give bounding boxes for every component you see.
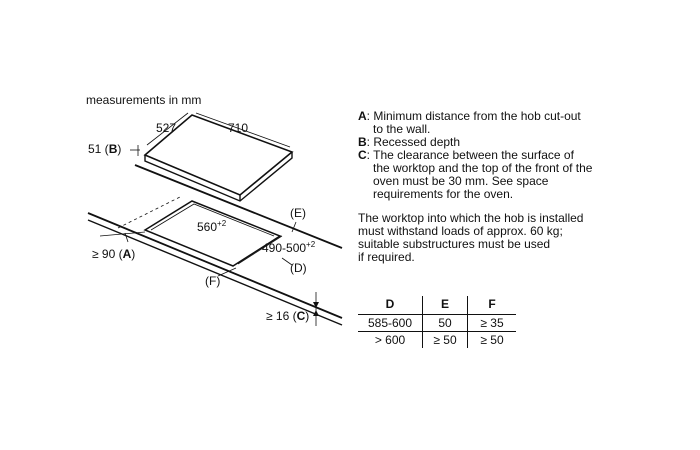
note-c: C: The clearance between the surface of …: [358, 148, 593, 201]
dim-527-label: 527: [156, 121, 176, 135]
note-b: B: Recessed depth: [358, 135, 461, 149]
dimension-table: D E F 585-600 50 ≥ 35 > 600 ≥ 50 ≥ 50: [358, 296, 516, 348]
dim-490-line: [237, 235, 283, 265]
worktop-back-edge: [134, 164, 343, 249]
table-header-row: D E F: [358, 296, 516, 315]
table-cell: > 600: [358, 331, 423, 348]
dim-490-label: 490-500+2: [262, 240, 316, 255]
worktop-front-edge-bottom: [87, 219, 343, 326]
table-header: E: [422, 296, 468, 315]
dim-c-label: ≥ 16 (C): [266, 309, 309, 323]
table-cell: ≥ 35: [467, 314, 516, 332]
notes-list: A: Minimum distance from the hob cut-out…: [358, 110, 658, 201]
table-header: F: [467, 296, 516, 315]
dim-f-label: (F): [205, 274, 220, 288]
dim-d-label: (D): [290, 261, 307, 275]
dim-a-label: ≥ 90 (A): [92, 247, 135, 261]
table-row: 585-600 50 ≥ 35: [358, 314, 516, 332]
dim-710-label: 710: [228, 121, 248, 135]
dim-560-label: 560+2: [197, 219, 227, 234]
note-a: A: Minimum distance from the hob cut-out…: [358, 109, 581, 136]
dim-710-line: [195, 112, 291, 148]
table-row: > 600 ≥ 50 ≥ 50: [358, 331, 516, 348]
dim-e-label: (E): [290, 206, 306, 220]
table-header: D: [385, 297, 395, 311]
worktop-cutout: [143, 200, 282, 267]
dim-527-line: [146, 112, 189, 146]
worktop-load-note: The worktop into which the hob is instal…: [358, 211, 584, 264]
table-cell: 585-600: [358, 314, 423, 332]
table-cell: ≥ 50: [467, 331, 516, 348]
table-cell: 50: [422, 314, 468, 332]
table-cell: ≥ 50: [422, 331, 468, 348]
worktop-front-edge-top: [87, 212, 343, 319]
diagram-title: measurements in mm: [86, 93, 201, 107]
dim-b-label: 51 (B): [88, 142, 121, 156]
